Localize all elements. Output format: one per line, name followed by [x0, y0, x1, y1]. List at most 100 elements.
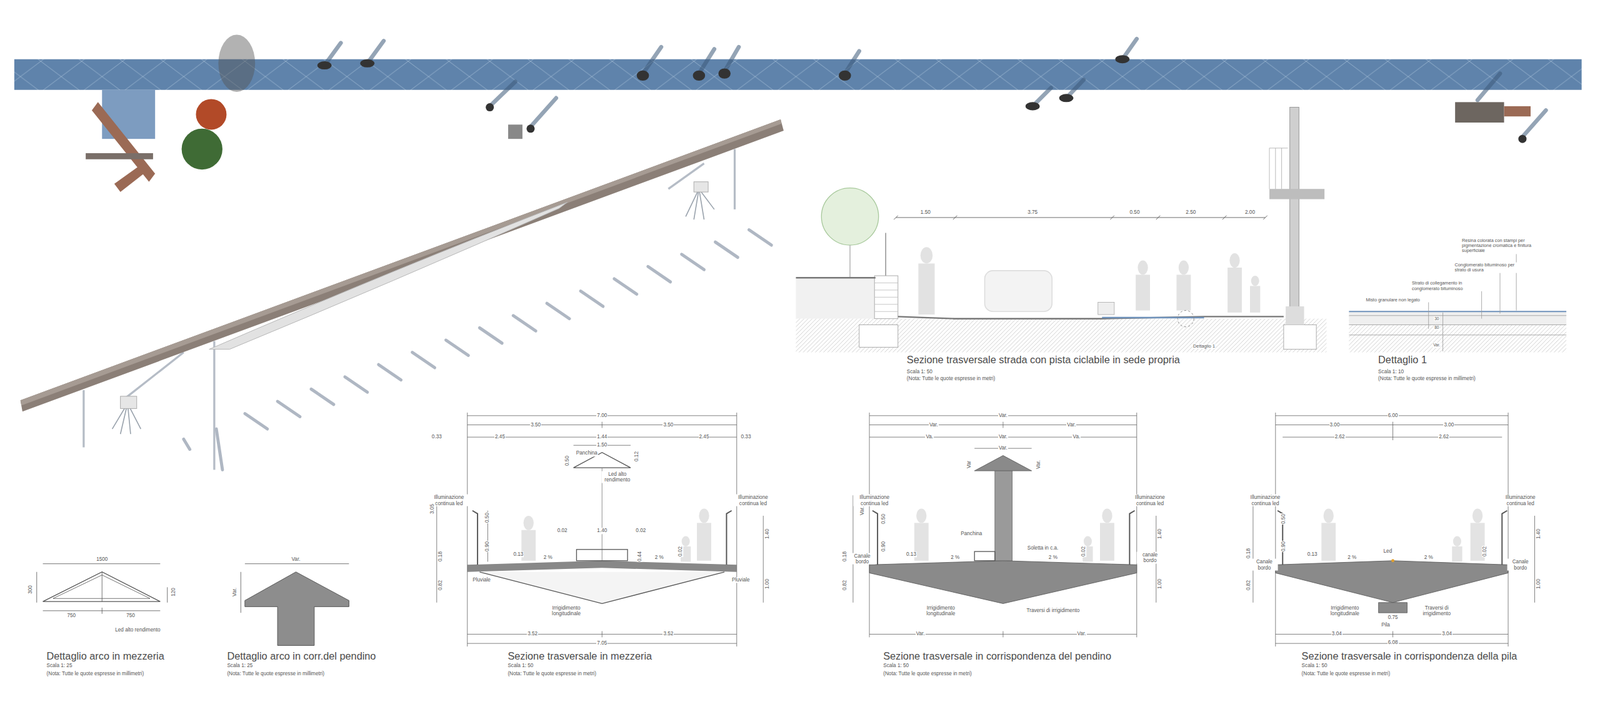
annotation-label: Illuminazione continua led — [731, 494, 774, 507]
annotation-label: Var. — [998, 433, 1009, 440]
annotation-label: Canale bordo — [1250, 558, 1278, 571]
annotation-label: Var. — [928, 421, 939, 428]
annotation-label: Led alto rendimento — [601, 470, 634, 483]
annotation-label: Resina colorata con stampi per pigmentaz… — [1461, 238, 1550, 254]
annotation-label: 3.00 — [1329, 421, 1341, 428]
annotation-label: Var. — [1035, 459, 1042, 470]
annotation-label: Var. — [998, 445, 1009, 451]
annotation-label: Pluviale — [731, 576, 751, 583]
annotation-label: 3.50 — [530, 421, 542, 428]
annotation-label: 0.13 — [512, 551, 524, 557]
annotation-label: 3.00 — [1443, 421, 1455, 428]
annotation-label: 1.00 — [764, 578, 770, 590]
annotation-label: 0.50 — [564, 455, 570, 467]
annotation-label: 0.90 — [1280, 540, 1287, 552]
annotation-label: 2 % — [543, 554, 554, 560]
annotation-label: 0.82 — [438, 579, 444, 591]
annotation-label: Led — [1383, 548, 1394, 554]
annotation-label: Misto granulare non legato — [1365, 297, 1421, 303]
annotation-label: 0.82 — [841, 579, 848, 591]
annotation-label: 750 — [66, 612, 77, 619]
annotation-label: 2.45 — [698, 433, 710, 440]
annotation-label: Scala 1: 10 — [1377, 368, 1405, 375]
annotation-label: Illuminazione continua led — [1244, 494, 1287, 507]
annotation-label: 1.50 — [596, 441, 608, 448]
annotation-label: 1.40 — [764, 528, 770, 540]
annotation-label: Canale bordo — [848, 552, 876, 565]
annotation-label: Illuminazione continua led — [853, 494, 896, 507]
annotation-label: 30 — [1433, 316, 1440, 321]
drawing-title: Sezione trasversale in mezzeria — [506, 649, 653, 662]
annotation-label: 2 % — [1423, 554, 1434, 560]
annotation-label: 0.02 — [1481, 545, 1488, 557]
annotation-label: Irrigidimento longitudinale — [545, 604, 587, 617]
annotation-label: 2 % — [1048, 554, 1059, 560]
annotation-label: 2.50 — [1185, 209, 1197, 215]
annotation-label: Scala 1: 25 — [226, 662, 254, 669]
annotation-label: Panchina — [575, 450, 599, 457]
annotation-label: Illuminazione continua led — [1128, 494, 1171, 507]
section-midspan — [436, 412, 764, 647]
arch-detail — [36, 563, 168, 614]
annotation-label: 0.02 — [677, 545, 684, 557]
section-pier — [1253, 412, 1535, 647]
annotation-label: 1.50 — [920, 209, 932, 215]
annotation-label: (Nota: Tutte le quote espresse in millim… — [1377, 375, 1477, 382]
annotation-label: Conglomerato bituminoso per strato di us… — [1454, 262, 1527, 274]
annotation-label: 0.18 — [438, 550, 444, 562]
annotation-label: 2 % — [950, 554, 960, 560]
arch-hanger-detail — [240, 563, 349, 646]
annotation-label: Scala 1: 25 — [46, 662, 74, 669]
annotation-label: 3.04 — [1441, 631, 1453, 637]
annotation-label: Va. — [1072, 433, 1082, 440]
annotation-label: 0.18 — [1246, 547, 1252, 559]
annotation-label: 0.44 — [636, 550, 643, 562]
annotation-label: 6.08 — [1387, 639, 1399, 645]
annotation-label: Scala 1: 50 — [906, 368, 934, 375]
road-section — [795, 107, 1327, 353]
annotation-label: 0.50 — [1280, 513, 1287, 525]
annotation-label: 0.02 — [556, 528, 569, 534]
annotation-label: Pila — [1380, 621, 1391, 628]
annotation-label: 3.52 — [526, 631, 539, 637]
annotation-label: 0.02 — [635, 528, 647, 534]
annotation-label: Led alto rendimento — [114, 626, 161, 633]
annotation-label: Traversi di irrigidimento — [1026, 607, 1081, 614]
annotation-label: Soletta in c.a. — [1026, 545, 1060, 551]
annotation-label: 1.00 — [1535, 578, 1542, 590]
annotation-label: 0.13 — [905, 551, 917, 557]
annotation-label: 0.75 — [1387, 615, 1399, 621]
annotation-label: 0.90 — [485, 540, 491, 552]
annotation-label: 2 % — [1346, 554, 1357, 560]
annotation-label: (Nota: Tutte le quote espresse in millim… — [226, 670, 325, 677]
annotation-label: (Nota: Tutte le quote espresse in metri) — [882, 670, 973, 677]
annotation-label: Canale bordo — [1506, 558, 1534, 571]
annotation-label: Scala 1: 50 — [506, 662, 534, 669]
drawing-title: Dettaglio arco in corr.del pendino — [226, 649, 377, 662]
annotation-label: Va. — [925, 433, 934, 440]
annotation-label: 2 % — [654, 554, 665, 560]
annotation-label: 1.40 — [596, 528, 608, 534]
drawing-title: Sezione trasversale strada con pista cic… — [906, 353, 1181, 366]
annotation-label: 3.52 — [662, 631, 674, 637]
annotation-label: 2.62 — [1334, 433, 1346, 440]
annotation-label: (Nota: Tutte le quote espresse in metri) — [506, 670, 597, 677]
drawing-title: Dettaglio arco in mezzeria — [46, 649, 165, 662]
annotation-label: 0.12 — [633, 450, 640, 462]
annotation-label: 2.62 — [1438, 433, 1450, 440]
annotation-label: 750 — [125, 612, 136, 619]
annotation-label: (Nota: Tutte le quote espresse in metri) — [906, 375, 997, 382]
annotation-label: 0.50 — [880, 513, 887, 525]
annotation-label: 0.18 — [841, 550, 848, 562]
annotation-label: 1.40 — [1157, 528, 1164, 540]
cycle-path-plan — [14, 35, 1582, 193]
annotation-label: Var. — [1076, 631, 1087, 637]
drawing-title: Dettaglio 1 — [1377, 353, 1428, 366]
annotation-label: 6.00 — [1387, 412, 1399, 419]
annotation-label: 3.05 — [429, 503, 435, 515]
annotation-label: Traversi di irrigidimento — [1415, 604, 1458, 617]
annotation-label: 3.75 — [1026, 209, 1039, 215]
annotation-label: Illuminazione continua led — [1499, 494, 1542, 507]
annotation-label: 2.00 — [1244, 209, 1256, 215]
